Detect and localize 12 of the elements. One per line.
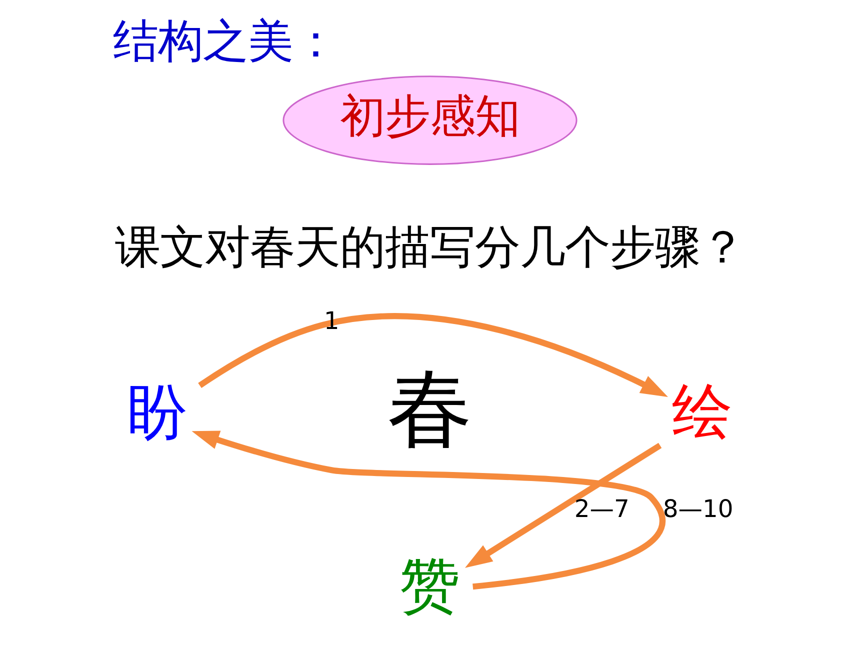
edge-label: 8—10 xyxy=(662,494,734,523)
arrow xyxy=(192,430,666,590)
label: 春 xyxy=(388,360,472,460)
label: 课文对春天的描写分几个步骤？ xyxy=(115,220,745,274)
node-ellipse: 初步感知 xyxy=(282,76,578,165)
edge-label: 2—7 xyxy=(574,494,630,523)
arrow xyxy=(198,313,668,397)
arrow xyxy=(464,442,662,568)
node-text: 绘 xyxy=(672,377,734,448)
node-text: 盼 xyxy=(126,377,188,448)
diagram-title: 结构之美： xyxy=(113,14,338,68)
node-text: 赞 xyxy=(400,551,460,622)
